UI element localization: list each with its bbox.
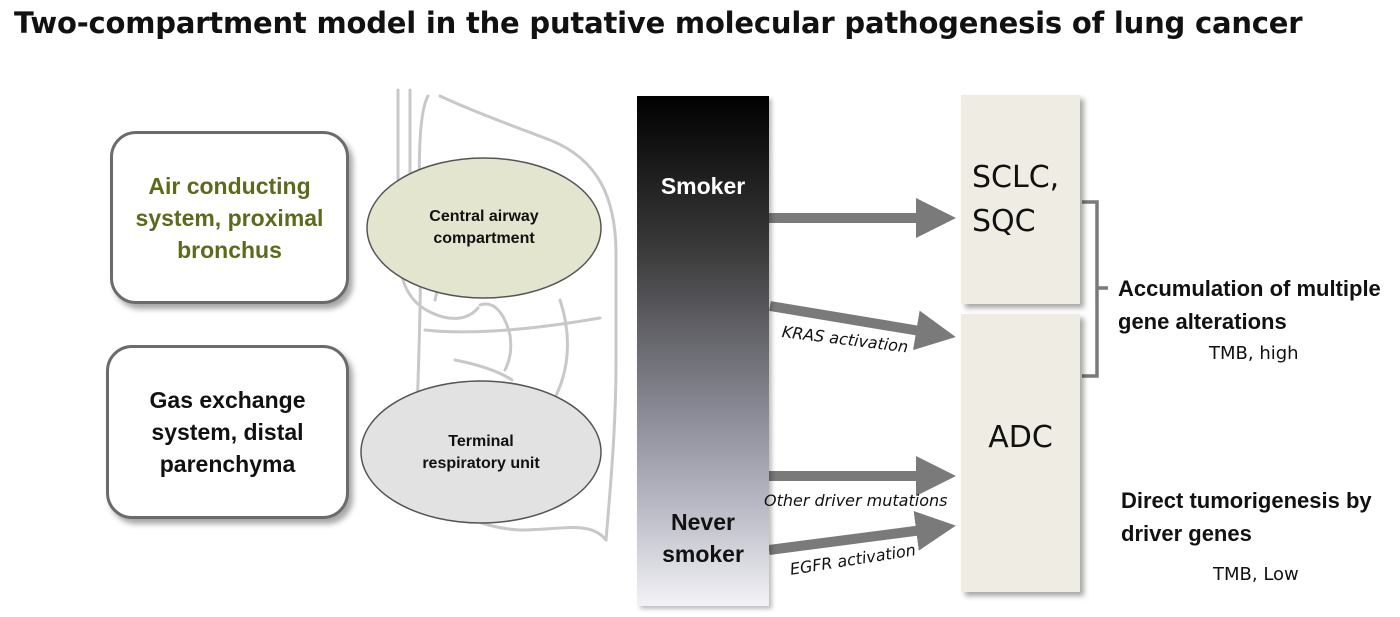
terminal-respiratory-oval — [360, 380, 602, 524]
diagram-title: Two-compartment model in the putative mo… — [14, 6, 1303, 40]
air-conducting-label: Air conducting system, proximal bronchus — [135, 172, 324, 263]
central-airway-label: Central airway compartment — [429, 208, 539, 247]
direct-tumorigenesis-heading-text: Direct tumorigenesis by driver genes — [1121, 488, 1372, 546]
never-smoker-label: Never smoker — [662, 509, 744, 567]
box-gas-exchange-system: Gas exchange system, distal parenchyma — [106, 345, 349, 519]
sclc-sqc-label: SCLC, SQC — [972, 159, 1060, 239]
other-drivers-arrow-label: Other driver mutations — [764, 491, 948, 510]
box-air-conducting-system: Air conducting system, proximal bronchus — [110, 131, 349, 304]
tmb-low-label: TMB, Low — [1213, 564, 1299, 585]
accumulation-heading-text: Accumulation of multiple gene alteration… — [1118, 276, 1381, 334]
terminal-respiratory-label: Terminal respiratory unit — [422, 433, 540, 472]
arrow-egfr — [768, 511, 956, 555]
central-airway-oval — [366, 157, 602, 299]
arrow-kras — [769, 301, 956, 351]
adc-label: ADC — [988, 420, 1053, 455]
bracket — [1082, 200, 1108, 378]
box-sclc-sqc: SCLC, SQC — [961, 95, 1080, 304]
box-adc: ADC — [961, 314, 1080, 592]
tmb-high-label: TMB, high — [1209, 343, 1299, 364]
gas-exchange-label: Gas exchange system, distal parenchyma — [149, 387, 306, 477]
direct-tumorigenesis-heading: Direct tumorigenesis by driver genes — [1121, 484, 1396, 550]
accumulation-heading: Accumulation of multiple gene alteration… — [1118, 272, 1398, 338]
smoking-gradient-bar — [637, 96, 769, 606]
smoker-label: Smoker — [660, 173, 746, 199]
